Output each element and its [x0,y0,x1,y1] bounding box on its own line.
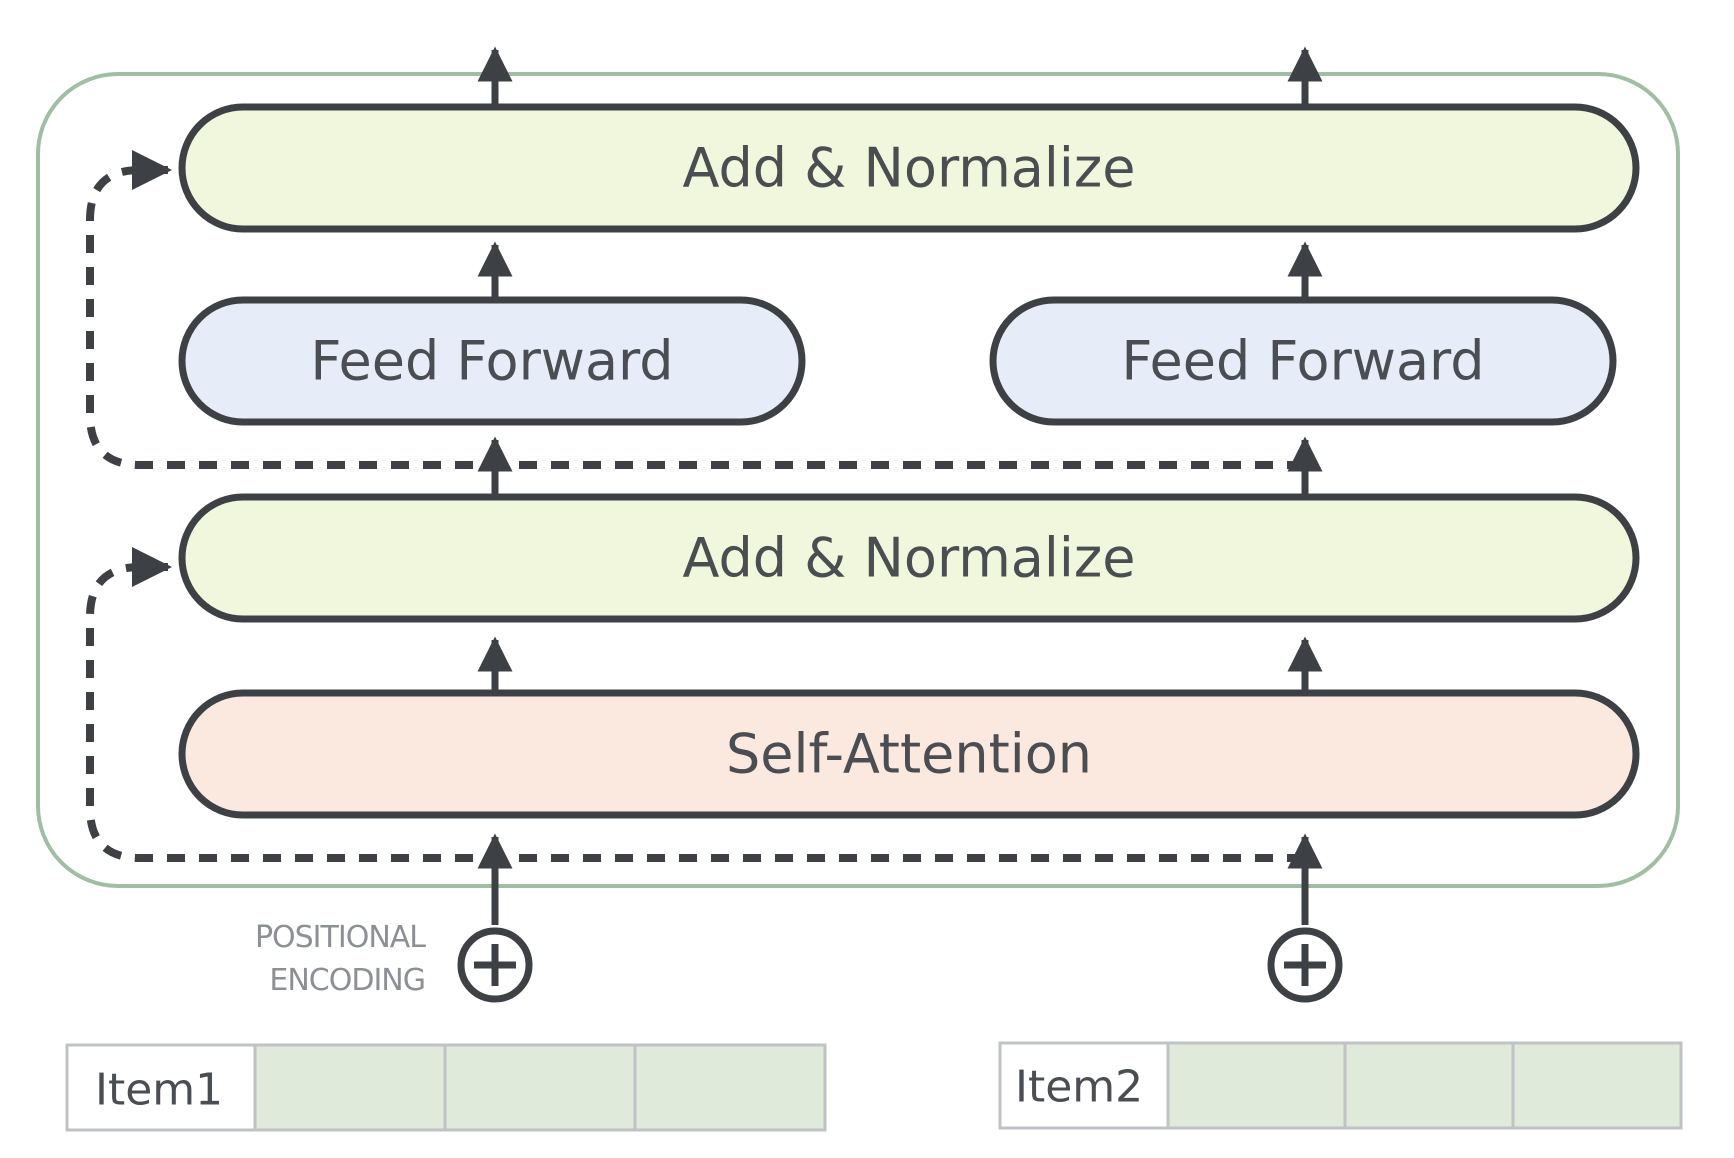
feed-forward-right-block: Feed Forward [989,296,1617,426]
embedding-cell [1343,1041,1515,1130]
item1-label: Item1 [95,1065,223,1116]
self-attention-label: Self-Attention [726,723,1092,786]
add-normalize-top-label: Add & Normalize [683,137,1136,200]
positional-encoding-line2: ENCODING [269,963,425,998]
embedding-cell [633,1043,827,1132]
residual-connection-top [86,150,1305,469]
feed-forward-right-label: Feed Forward [1121,330,1484,393]
add-normalize-top-block: Add & Normalize [178,103,1640,233]
embedding-label-cell [65,1043,257,1132]
embedding-cell [443,1043,637,1132]
positional-encoding-line1: POSITIONAL [255,920,426,955]
item2-label: Item2 [1015,1062,1143,1113]
self-attention-block: Self-Attention [178,689,1640,819]
feed-forward-left-label: Feed Forward [310,330,673,393]
add-normalize-bottom-label: Add & Normalize [683,527,1136,590]
encoder-container [36,72,1680,888]
feed-forward-left-block: Feed Forward [178,296,806,426]
plus-circle-icon [457,927,533,1003]
positional-encoding-label: POSITIONAL ENCODING [255,920,427,998]
embedding-cell [1166,1041,1347,1130]
embedding-cell [1511,1041,1683,1130]
embedding-cell [253,1043,447,1132]
plus-circle-icon [1267,927,1343,1003]
add-normalize-bottom-block: Add & Normalize [178,493,1640,623]
input-embedding-item1: Item1 [65,1043,827,1132]
input-embedding-item2: Item2 [998,1041,1683,1130]
residual-connection-bottom [86,547,1305,862]
